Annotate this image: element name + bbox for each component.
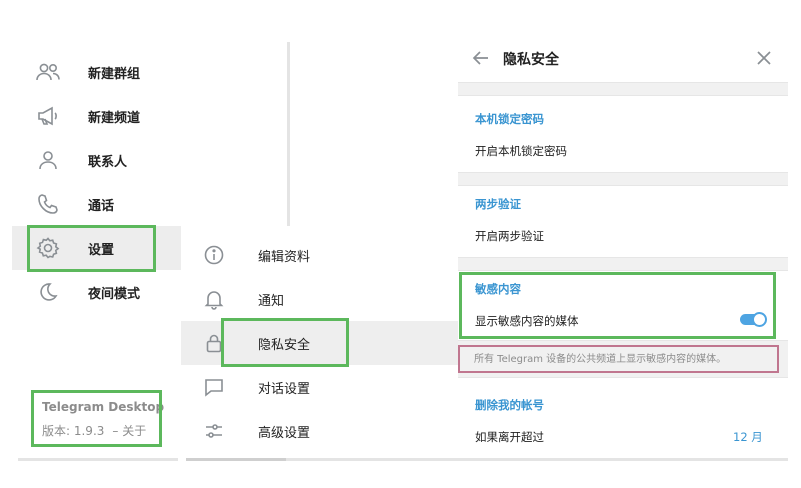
settings-highlight-box: [27, 225, 156, 272]
column-divider: [287, 42, 290, 226]
delete-account-label: 如果离开超过: [475, 430, 544, 444]
settings-label: 高级设置: [258, 425, 311, 441]
enable-two-step-button[interactable]: 开启两步验证: [475, 229, 544, 243]
contact-icon: [28, 149, 68, 171]
gear-icon: [28, 236, 68, 260]
app-name: Telegram Desktop: [42, 400, 165, 414]
section-separator: [458, 257, 788, 271]
menu-label: 夜间模式: [88, 286, 141, 302]
bell-icon: [196, 288, 232, 310]
lock-icon: [196, 332, 232, 354]
menu-item-settings[interactable]: 设置: [28, 226, 178, 270]
app-version: 版本: 1.9.3: [42, 424, 105, 438]
group-icon: [28, 62, 68, 82]
selected-item-background: [181, 321, 458, 365]
sliders-icon: [196, 420, 232, 442]
back-arrow-icon[interactable]: [470, 47, 492, 69]
bottom-edge-left: [18, 458, 178, 461]
selected-item-background: [12, 226, 181, 270]
phone-icon: [28, 193, 68, 215]
sensitive-section-title: 敏感内容: [475, 282, 521, 296]
settings-item-edit-profile[interactable]: 编辑资料: [196, 233, 456, 277]
sensitive-note: 所有 Telegram 设备的公共频道上显示敏感内容的媒体。: [474, 354, 727, 365]
close-icon[interactable]: [753, 47, 775, 69]
delete-account-section-title: 删除我的帐号: [475, 398, 544, 412]
menu-item-contacts[interactable]: 联系人: [28, 138, 178, 182]
menu-item-new-group[interactable]: 新建群组: [28, 50, 178, 94]
menu-label: 设置: [88, 242, 115, 258]
menu-label: 联系人: [88, 154, 128, 170]
scrollbar[interactable]: [186, 458, 286, 461]
settings-label: 隐私安全: [258, 337, 311, 353]
info-icon: [196, 244, 232, 266]
settings-item-chat[interactable]: 对话设置: [196, 365, 456, 409]
menu-item-new-channel[interactable]: 新建频道: [28, 94, 178, 138]
bottom-edge-middle: [286, 458, 458, 461]
version-highlight-box: [31, 390, 162, 447]
section-separator: [458, 82, 788, 96]
menu-item-night-mode[interactable]: 夜间模式: [28, 270, 178, 314]
sensitive-media-label: 显示敏感内容的媒体: [475, 314, 579, 328]
menu-item-calls[interactable]: 通话: [28, 182, 178, 226]
menu-label: 新建群组: [88, 66, 141, 82]
settings-label: 通知: [258, 293, 285, 309]
delete-account-period-value[interactable]: 12 月: [733, 430, 763, 444]
panel-title: 隐私安全: [503, 52, 559, 68]
settings-item-advanced[interactable]: 高级设置: [196, 409, 456, 453]
passcode-section-title: 本机锁定密码: [475, 112, 544, 126]
menu-label: 通话: [88, 198, 115, 214]
sensitive-media-toggle[interactable]: [740, 311, 767, 328]
settings-label: 编辑资料: [258, 249, 311, 265]
section-separator: [458, 172, 788, 186]
app-version-line: 版本: 1.9.3 – 关于: [42, 422, 146, 439]
toggle-knob: [752, 312, 767, 327]
enable-passcode-button[interactable]: 开启本机锁定密码: [475, 144, 567, 158]
two-step-section-title: 两步验证: [475, 197, 521, 211]
bottom-edge-right: [458, 458, 788, 461]
menu-label: 新建频道: [88, 110, 141, 126]
note-highlight-box: [458, 345, 779, 373]
moon-icon: [28, 281, 68, 303]
sensitive-highlight-box: [459, 272, 776, 339]
settings-item-notifications[interactable]: 通知: [196, 277, 456, 321]
privacy-highlight-box: [221, 318, 349, 367]
settings-item-privacy[interactable]: 隐私安全: [196, 321, 456, 365]
about-link[interactable]: – 关于: [112, 424, 147, 438]
megaphone-icon: [28, 106, 68, 126]
settings-label: 对话设置: [258, 381, 311, 397]
chat-icon: [196, 376, 232, 398]
